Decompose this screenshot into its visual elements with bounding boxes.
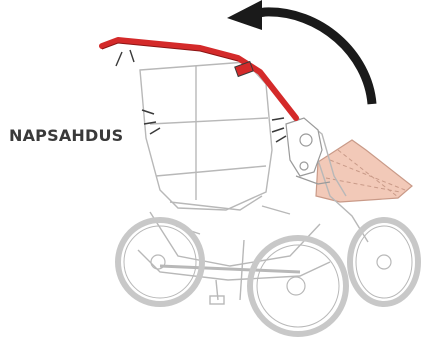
seat-backs	[140, 62, 272, 210]
wheel-rear-left	[118, 220, 202, 304]
wheel-front	[350, 220, 418, 304]
snap-callout-label: NAPSAHDUS	[9, 126, 123, 145]
canopy	[316, 140, 412, 202]
wheel-rear-right	[250, 238, 346, 334]
